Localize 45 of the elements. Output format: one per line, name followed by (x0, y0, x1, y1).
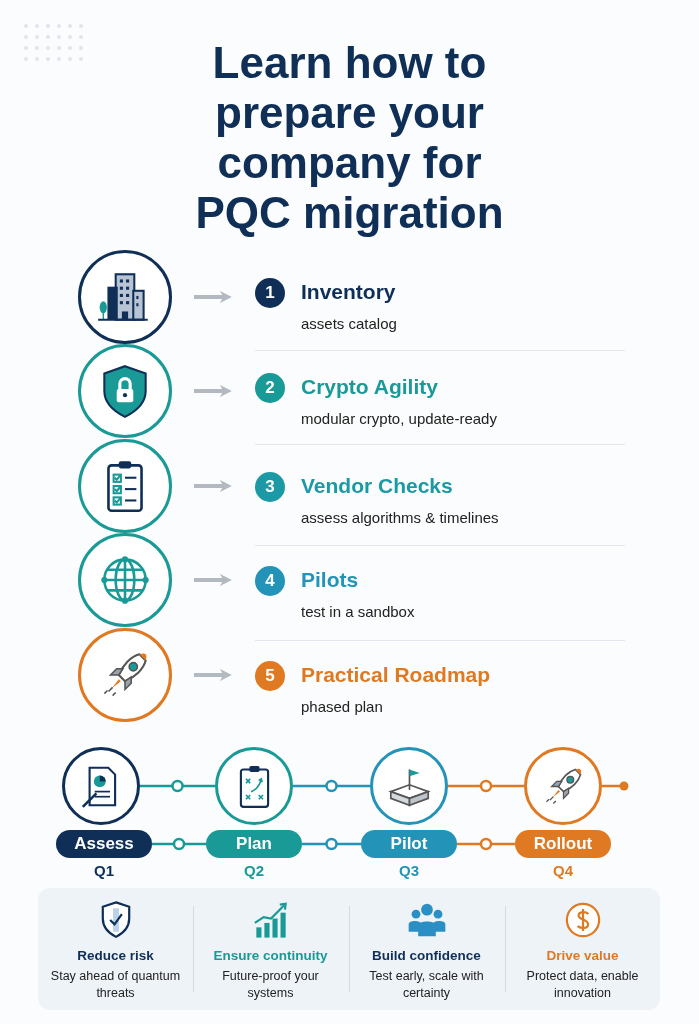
benefits-panel (38, 888, 660, 1010)
benefit-description: Future-proof your systems (221, 968, 320, 1002)
benefit-title: Ensure continuity (212, 948, 329, 964)
step-title: Inventory (301, 279, 396, 305)
benefit-description: Stay ahead of quantum threats (50, 968, 181, 1002)
step-description: assess algorithms & timelines (301, 508, 499, 528)
timeline-connector (140, 784, 215, 788)
arrow (194, 480, 232, 492)
step-description: test in a sandbox (301, 602, 415, 622)
arrow (194, 291, 232, 303)
quarter-label: Q1 (93, 862, 115, 880)
step-title: Practical Roadmap (301, 662, 491, 688)
step-description: phased plan (301, 697, 383, 717)
timeline-connector (602, 781, 629, 791)
number-badge: 4 (255, 566, 285, 596)
phase-pill: Pilot (361, 830, 457, 858)
number-badge: 3 (255, 472, 285, 502)
number-badge: 1 (255, 278, 285, 308)
step-title: Pilots (301, 567, 359, 593)
timeline-connector (448, 784, 524, 788)
step-title: Vendor Checks (301, 473, 453, 499)
step-description: modular crypto, update-ready (301, 409, 497, 429)
number-badge: 5 (255, 661, 285, 691)
arrow (194, 385, 232, 397)
title: Learn how to prepare your company for PQC migration (194, 38, 505, 238)
step-title: Crypto Agility (301, 374, 438, 400)
benefit-title: Drive value (545, 948, 620, 964)
timeline-connector (457, 842, 515, 846)
benefit-title: Reduce risk (76, 948, 155, 964)
benefit-description: Protect data, enable innovation (525, 968, 640, 1002)
quarter-label: Q3 (398, 862, 420, 880)
benefit-description: Test early, scale with certainty (368, 968, 485, 1002)
timeline-connector (152, 842, 206, 846)
phase-pill: Assess (56, 830, 152, 858)
phase-pill: Plan (206, 830, 302, 858)
timeline-connector (302, 842, 361, 846)
step-description: assets catalog (301, 314, 397, 334)
phase-pill: Rollout (515, 830, 611, 858)
quarter-label: Q2 (243, 862, 265, 880)
benefit-title: Build confidence (371, 948, 482, 964)
quarter-label: Q4 (552, 862, 574, 880)
arrow (194, 574, 232, 586)
timeline-connector (293, 784, 370, 788)
arrow (194, 669, 232, 681)
number-badge: 2 (255, 373, 285, 403)
